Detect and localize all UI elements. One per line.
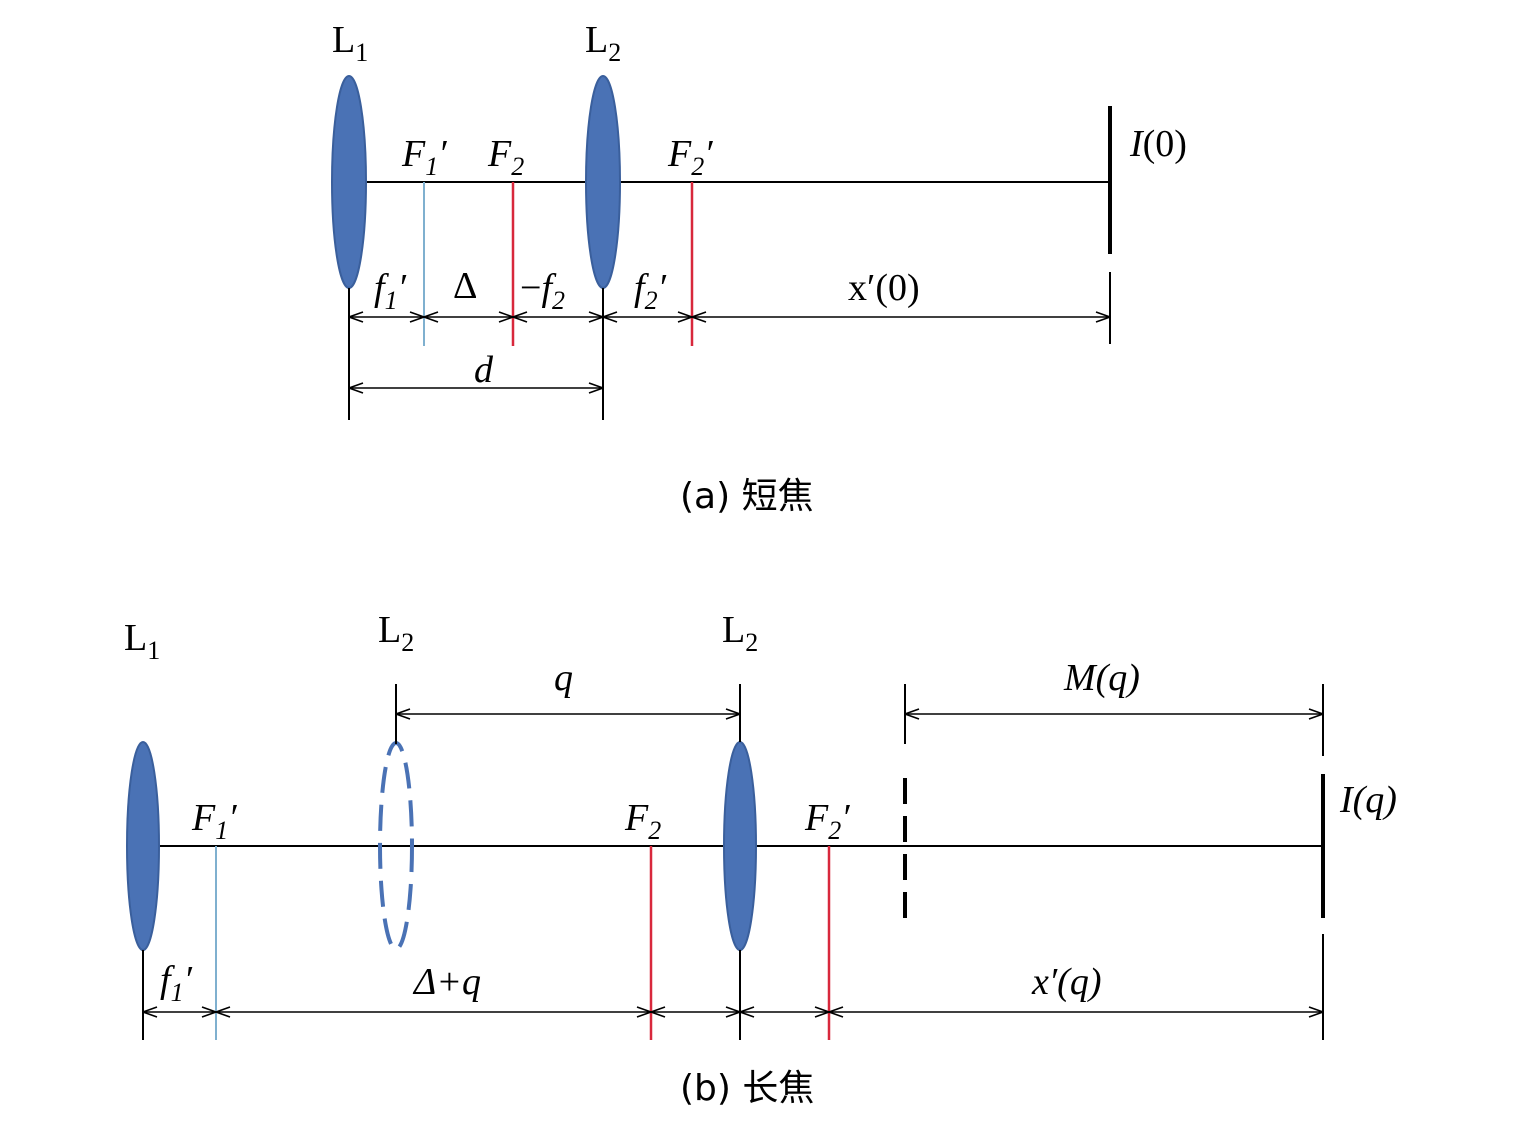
dim-label-f1p-b: f1′ (160, 959, 193, 1007)
label-image-plane-a: I(0) (1129, 123, 1187, 165)
caption-a: (a) 短焦 (680, 476, 814, 517)
lens-l1-b (126, 741, 160, 951)
dim-label-d-a: d (474, 349, 494, 391)
dim-label-x-b: x′(q) (1031, 961, 1102, 1003)
lens-l1-a (331, 75, 367, 289)
panel-a: L1 L2 F1′ F2 F2′ I(0) f1′ Δ −f2 f2′ x′(0… (331, 19, 1187, 517)
label-l1-b: L1 (124, 617, 160, 665)
label-f2p-a: F2′ (667, 133, 713, 181)
dim-label-f1p-a: f1′ (374, 267, 407, 315)
label-f1p-b: F1′ (191, 797, 237, 845)
label-l2-ghost-b: L2 (378, 609, 414, 657)
lens-l2-a (585, 75, 621, 289)
panel-b: L1 L2 L2 q M(q) F1′ F2 F2′ I(q) f1′ Δ+q … (124, 609, 1397, 1109)
dim-label-delta-a: Δ (453, 265, 477, 307)
dim-label-q-b: q (554, 657, 573, 699)
dim-label-M-b: M(q) (1063, 657, 1140, 699)
dim-label-mf2-a: −f2 (520, 267, 565, 315)
label-l2-a: L2 (585, 19, 621, 67)
label-f2-a: F2 (487, 133, 524, 181)
dim-label-dq-b: Δ+q (412, 961, 481, 1003)
label-l2-b: L2 (722, 609, 758, 657)
label-image-plane-b: I(q) (1339, 779, 1397, 821)
caption-b: (b) 长焦 (680, 1068, 814, 1109)
label-f2-b: F2 (624, 797, 661, 845)
label-f1p-a: F1′ (401, 133, 447, 181)
label-f2p-b: F2′ (804, 797, 850, 845)
label-image-plane-a-rest: (0) (1143, 123, 1187, 165)
dim-label-f2p-a: f2′ (634, 267, 667, 315)
dim-label-x-a: x′(0) (848, 267, 920, 309)
lens-l2-b (723, 741, 757, 951)
label-l1-a: L1 (332, 19, 368, 67)
